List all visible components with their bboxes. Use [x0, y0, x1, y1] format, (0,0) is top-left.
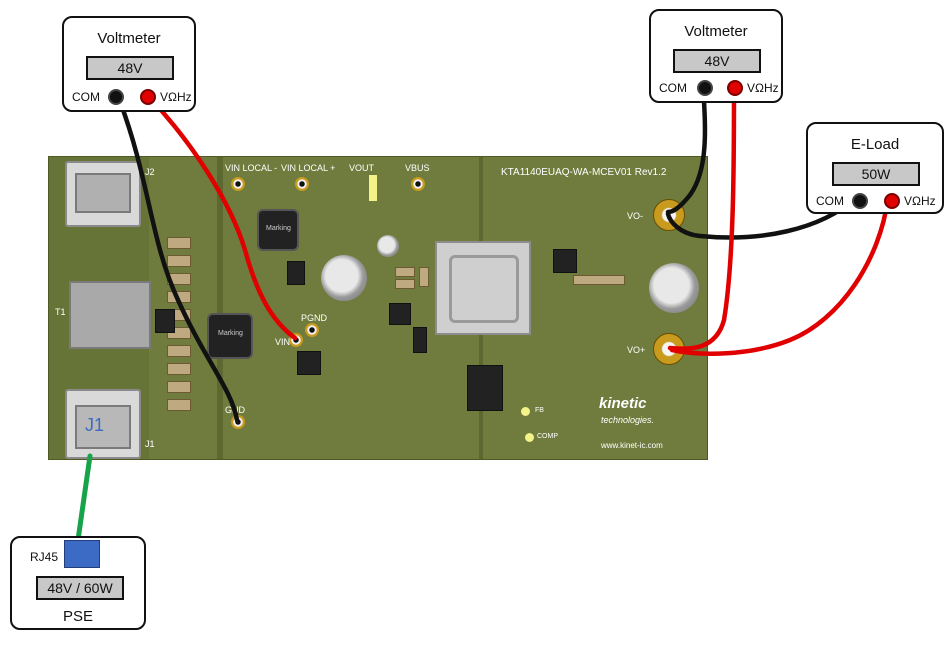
capacitor: [419, 267, 429, 287]
ic-u2: [467, 365, 503, 411]
voltmeter-right-display: 48V: [673, 49, 761, 73]
resistor: [395, 267, 415, 277]
ic: [155, 309, 175, 333]
diode: [167, 237, 191, 249]
vbus-label: VBUS: [405, 163, 430, 173]
kinetic-logo-text: kinetic: [599, 395, 647, 412]
diode: [167, 345, 191, 357]
vin-local-plus-pad: [295, 177, 309, 191]
comp-label: COMP: [537, 433, 558, 440]
vout-test-point: [369, 175, 377, 201]
kinetic-logo-subtext: technologies.: [601, 415, 655, 425]
voltmeter-right-com-label: COM: [659, 81, 687, 95]
voltmeter-right-com-jack[interactable]: [697, 80, 713, 96]
ic-u3: [297, 351, 321, 375]
gnd-pad: [231, 415, 245, 429]
cap-bank: [573, 275, 625, 285]
eload-display: 50W: [832, 162, 920, 186]
electronic-load: E-Load 50W COM VΩHz: [806, 122, 944, 214]
vin-label: VIN: [275, 337, 291, 347]
eload-com-label: COM: [816, 194, 844, 208]
t1-silk-label: T1: [55, 307, 66, 317]
rj45-label: RJ45: [30, 550, 59, 564]
gnd-label: GND: [225, 405, 245, 415]
eload-vohz-jack[interactable]: [884, 193, 900, 209]
j1-label: J1: [85, 415, 105, 435]
pse-title: PSE: [62, 608, 93, 625]
voltmeter-left: Voltmeter 48V COM VΩHz: [62, 16, 196, 112]
voltmeter-right-title: Voltmeter: [684, 23, 748, 40]
vo-plus-pad: [653, 333, 685, 365]
j2-silk-label: J2: [145, 167, 155, 177]
vout-label: VOUT: [349, 163, 375, 173]
comp-pad: [525, 433, 534, 442]
vo-minus-label: VO-: [627, 211, 644, 221]
eload-com-jack[interactable]: [852, 193, 868, 209]
voltmeter-left-display: 48V: [86, 56, 174, 80]
ic-u1: [287, 261, 305, 285]
diode: [167, 363, 191, 375]
diode: [167, 255, 191, 267]
diode: [167, 291, 191, 303]
inductor-l3: Marking: [207, 313, 253, 359]
ic-q1: [389, 303, 411, 325]
electrolytic-cap-c21: [649, 263, 699, 313]
evaluation-board: J2 T1 J1 J1 Marking Marking: [48, 156, 708, 460]
ic: [413, 327, 427, 353]
eload-title: E-Load: [850, 136, 900, 153]
resistor: [395, 279, 415, 289]
t1-transformer: [69, 281, 151, 349]
vo-minus-pad: [653, 199, 685, 231]
voltmeter-left-title: Voltmeter: [97, 30, 161, 47]
voltmeter-right: Voltmeter 48V COM VΩHz: [649, 9, 783, 103]
vin-local-plus-label: VIN LOCAL +: [281, 163, 336, 173]
small-cap: [377, 235, 399, 257]
board-name-label: KTA1140EUAQ-WA-MCEV01 Rev1.2: [501, 167, 667, 178]
rj45-port[interactable]: [64, 540, 100, 568]
voltmeter-right-vohz-jack[interactable]: [727, 80, 743, 96]
voltmeter-left-com-label: COM: [72, 90, 100, 104]
voltmeter-right-vohz-label: VΩHz: [747, 81, 779, 95]
isolation-gap: [217, 157, 223, 459]
diode: [167, 381, 191, 393]
vbus-pad: [411, 177, 425, 191]
inductor-l2: Marking: [257, 209, 299, 251]
vo-plus-label: VO+: [627, 345, 646, 355]
j2-connector: [65, 161, 141, 227]
voltmeter-left-vohz-label: VΩHz: [160, 90, 192, 104]
t2-transformer: [435, 241, 531, 335]
pgnd-pad: [305, 323, 319, 337]
vin-pad: [289, 333, 303, 347]
diode: [167, 273, 191, 285]
eload-vohz-label: VΩHz: [904, 194, 936, 208]
website-label: www.kinet-ic.com: [601, 441, 663, 450]
ic-q2: [553, 249, 577, 273]
electrolytic-cap-c7: [321, 255, 367, 301]
green-ethernet-cable: [75, 453, 93, 543]
pse-box: RJ45 48V / 60W PSE: [10, 536, 146, 630]
vin-local-minus-pad: [231, 177, 245, 191]
pse-display: 48V / 60W: [36, 576, 124, 600]
fb-label: FB: [535, 407, 544, 414]
vin-local-minus-label: VIN LOCAL -: [225, 163, 278, 173]
fb-pad: [521, 407, 530, 416]
pgnd-label: PGND: [301, 313, 328, 323]
j1-silk-label: J1: [145, 439, 155, 449]
voltmeter-left-vohz-jack[interactable]: [140, 89, 156, 105]
voltmeter-left-com-jack[interactable]: [108, 89, 124, 105]
diode: [167, 399, 191, 411]
